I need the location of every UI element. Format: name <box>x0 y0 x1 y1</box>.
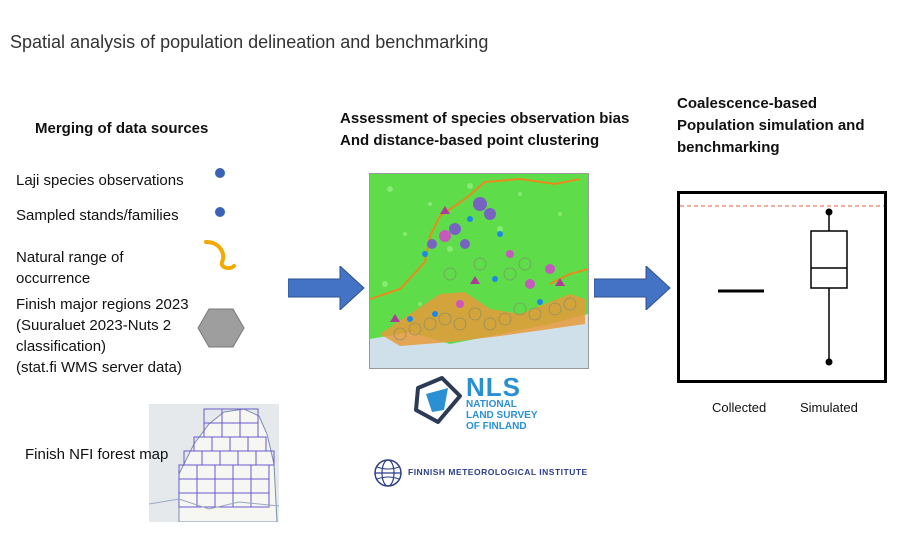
major-regions-label: Finish major regions 2023 (Suuraluet 202… <box>16 296 189 376</box>
observation-cluster-map <box>369 173 589 369</box>
benchmark-chart-drawing <box>680 205 884 366</box>
left-heading: Merging of data sources <box>35 120 209 137</box>
sampled-stands-label: Sampled stands/families <box>16 207 179 224</box>
orange-curve-icon <box>204 240 236 271</box>
nls-logo-icon <box>414 376 462 424</box>
blue-dot-icon <box>215 207 225 217</box>
forest-map-image <box>149 404 279 522</box>
hexagon-icon <box>197 308 245 348</box>
blue-dot-icon <box>215 168 225 178</box>
right-heading: Coalescence-based Population simulation … <box>677 95 865 156</box>
forest-map-label: Finish NFI forest map <box>25 446 169 463</box>
natural-range-label: Natural range of occurrence <box>16 249 124 287</box>
page-title: Spatial analysis of population delineati… <box>10 32 489 52</box>
collected-label: Collected <box>712 400 767 415</box>
cluster-map-drawing <box>370 174 588 368</box>
arrow-right-icon <box>288 266 365 310</box>
fmi-logo-icon <box>374 459 402 487</box>
forest-map-grid <box>149 404 279 522</box>
simulated-box <box>810 230 848 289</box>
fmi-logo-text: FINNISH METEOROLOGICAL INSTITUTE <box>408 467 588 477</box>
laji-observations-label: Laji species observations <box>16 172 184 189</box>
whisker-bottom-point <box>825 358 833 366</box>
simulated-label: Simulated <box>800 400 858 415</box>
arrow-right-icon <box>594 266 671 310</box>
middle-heading: Assessment of species observation bias A… <box>340 110 630 149</box>
whisker-top-point <box>825 208 833 216</box>
nls-logo-text: NLS NATIONAL LAND SURVEY OF FINLAND <box>466 372 538 432</box>
benchmark-chart <box>677 191 887 383</box>
